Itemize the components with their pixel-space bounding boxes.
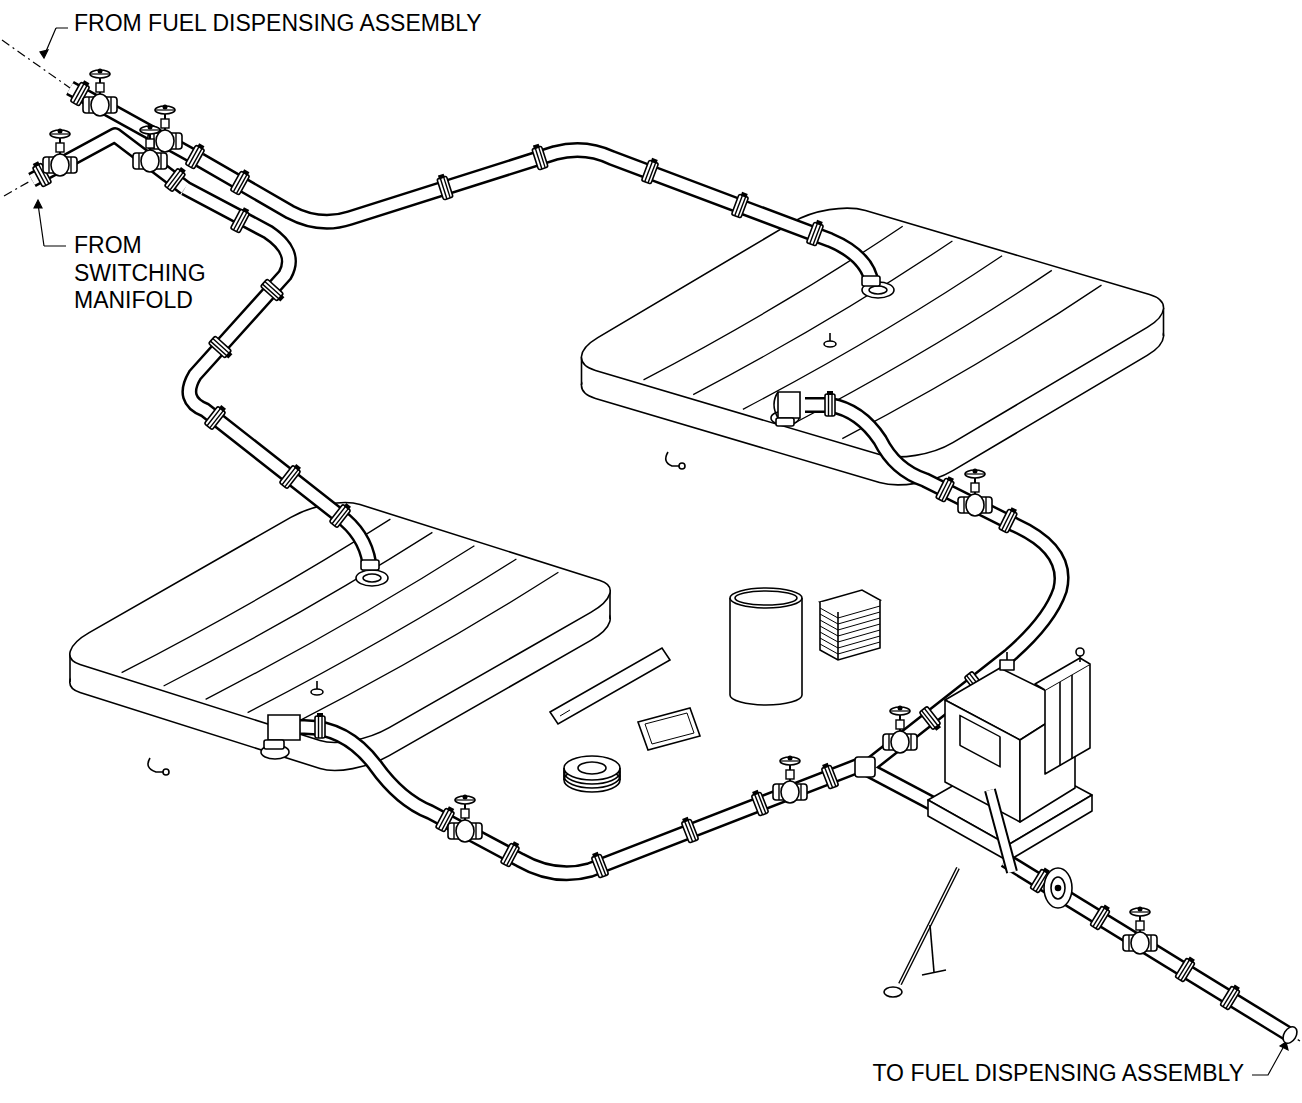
gate-valves <box>43 69 1157 955</box>
callout-label-box: FROM FUEL DISPENSING ASSEMBLY <box>72 10 484 38</box>
accessory-items <box>550 588 880 792</box>
tank-fittings <box>148 282 894 775</box>
pump-unit <box>884 648 1092 997</box>
callout-label-box: FROM SWITCHING MANIFOLD <box>72 232 208 315</box>
fuel-hoses <box>32 88 1290 1035</box>
callout-label-box: TO FUEL DISPENSING ASSEMBLY <box>870 1060 1246 1088</box>
callout-label: TO FUEL DISPENSING ASSEMBLY <box>872 1060 1244 1088</box>
collapsible-fuel-tank <box>560 200 1185 493</box>
leader-lines <box>2 28 1300 1075</box>
elbow-fittings <box>264 276 1300 1046</box>
callout-label: FROM SWITCHING MANIFOLD <box>74 232 206 315</box>
hose-couplings <box>31 79 1242 1010</box>
callout-label: FROM FUEL DISPENSING ASSEMBLY <box>74 10 482 38</box>
